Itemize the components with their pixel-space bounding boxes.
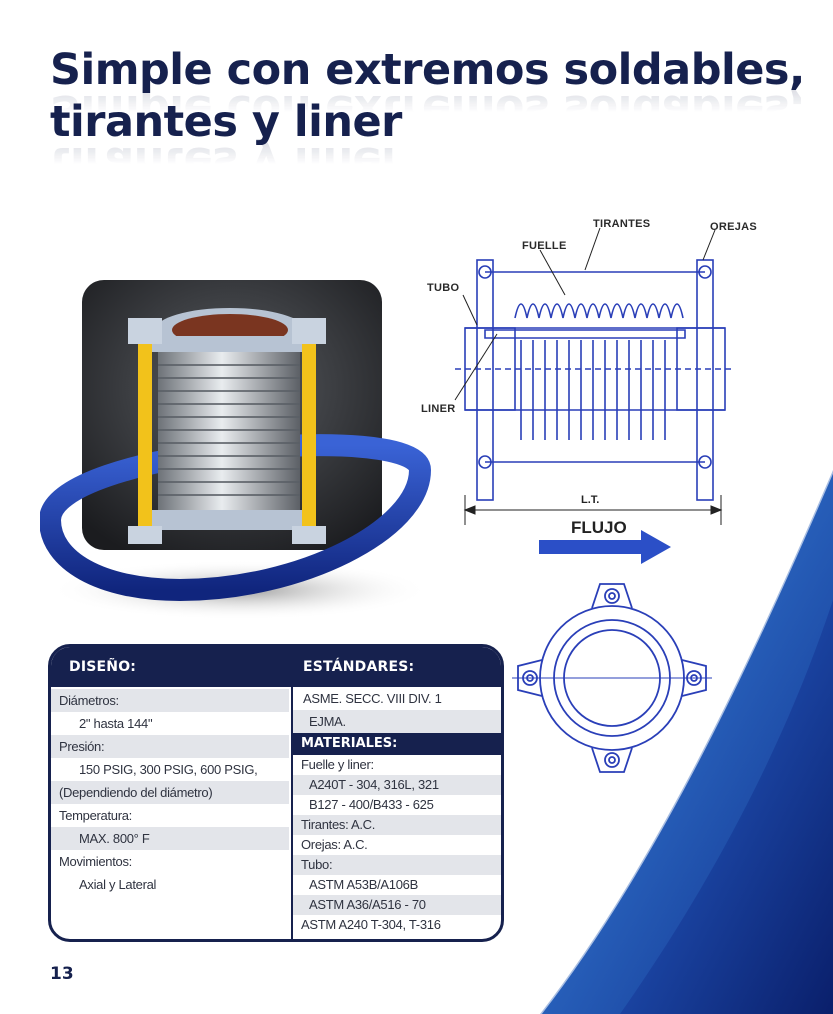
design-row: Diámetros: (51, 689, 289, 712)
design-header: DISEÑO: (69, 659, 137, 675)
standards-row: ASME. SECC. VIII DIV. 1 (303, 691, 442, 706)
design-row: Movimientos: (59, 854, 132, 869)
materials-row: Fuelle y liner: (301, 757, 374, 772)
design-row: (Dependiendo del diámetro) (51, 781, 289, 804)
page-title: Simple con extremos soldables, Simple co… (50, 44, 810, 187)
materials-row: ASTM A240 T-304, T-316 (301, 917, 441, 932)
design-rows: Diámetros: 2" hasta 144" Presión: 150 PS… (51, 689, 289, 896)
flange-front-view (512, 583, 712, 773)
design-column: DISEÑO: Diámetros: 2" hasta 144" Presión… (51, 647, 289, 939)
design-row: Axial y Lateral (79, 877, 157, 892)
materials-row: Tubo: (293, 855, 501, 875)
materials-row: Tirantes: A.C. (293, 815, 501, 835)
materials-row: B127 - 400/B433 - 625 (309, 797, 434, 812)
specifications-panel: DISEÑO: Diámetros: 2" hasta 144" Presión… (48, 644, 504, 942)
technical-drawing: TIRANTES FUELLE OREJAS TUBO LINER L.T. F… (415, 210, 765, 570)
title-line-2: tirantes y liner tirantes y liner (50, 97, 402, 187)
standards-rows: ASME. SECC. VIII DIV. 1 EJMA. MATERIALES… (293, 687, 501, 935)
title-line-1: Simple con extremos soldables, Simple co… (50, 45, 805, 135)
design-row: Temperatura: (59, 808, 132, 823)
product-photo (40, 280, 432, 620)
label-tirantes: TIRANTES (593, 218, 651, 230)
design-row: Presión: (51, 735, 289, 758)
label-lt: L.T. (581, 494, 600, 506)
label-flujo: FLUJO (571, 518, 627, 537)
standards-header: ESTÁNDARES: (303, 659, 415, 675)
label-fuelle: FUELLE (522, 240, 567, 252)
materials-row: ASTM A53B/A106B (309, 877, 418, 892)
standards-materials-column: ESTÁNDARES: ASME. SECC. VIII DIV. 1 EJMA… (291, 647, 501, 939)
materials-row: Orejas: A.C. (301, 837, 368, 852)
label-tubo: TUBO (427, 282, 460, 294)
design-row: MAX. 800° F (51, 827, 289, 850)
materials-row: ASTM A36/A516 - 70 (293, 895, 501, 915)
page-number: 13 (50, 964, 74, 984)
panel-header-bar (51, 647, 501, 687)
label-orejas: OREJAS (710, 221, 758, 233)
design-row: 2" hasta 144" (79, 716, 153, 731)
materials-header: MATERIALES: (293, 733, 501, 755)
standards-row: EJMA. (293, 710, 501, 733)
design-row: 150 PSIG, 300 PSIG, 600 PSIG, (79, 762, 258, 777)
side-view-drawing (454, 227, 735, 564)
label-liner: LINER (421, 403, 456, 415)
materials-row: A240T - 304, 316L, 321 (293, 775, 501, 795)
